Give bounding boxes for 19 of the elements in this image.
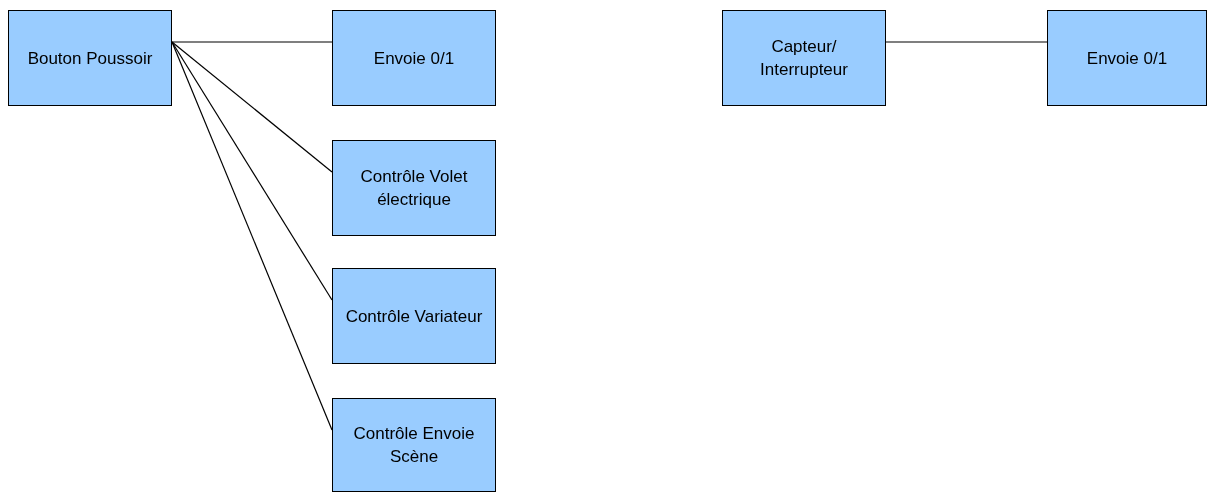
connector-line (885, 41, 1048, 43)
box-label: Contrôle Variateur (345, 305, 483, 328)
process-box (8, 10, 172, 106)
connector-line (171, 41, 333, 173)
process-box (1047, 10, 1207, 106)
box-label: Bouton Poussoir (27, 47, 153, 70)
box-label: Contrôle Volet électrique (359, 166, 469, 211)
connector-line (171, 41, 333, 431)
box-label: Envoie 0/1 (1086, 47, 1168, 70)
process-box (722, 10, 886, 106)
box-label: Contrôle Envoie Scène (352, 423, 476, 468)
connector-line (171, 41, 333, 301)
process-box (332, 140, 496, 236)
box-label: Capteur/ Interrupteur (759, 36, 849, 81)
connector-line (171, 41, 333, 43)
box-label: Envoie 0/1 (373, 47, 455, 70)
process-box (332, 10, 496, 106)
process-box (332, 398, 496, 492)
process-box (332, 268, 496, 364)
